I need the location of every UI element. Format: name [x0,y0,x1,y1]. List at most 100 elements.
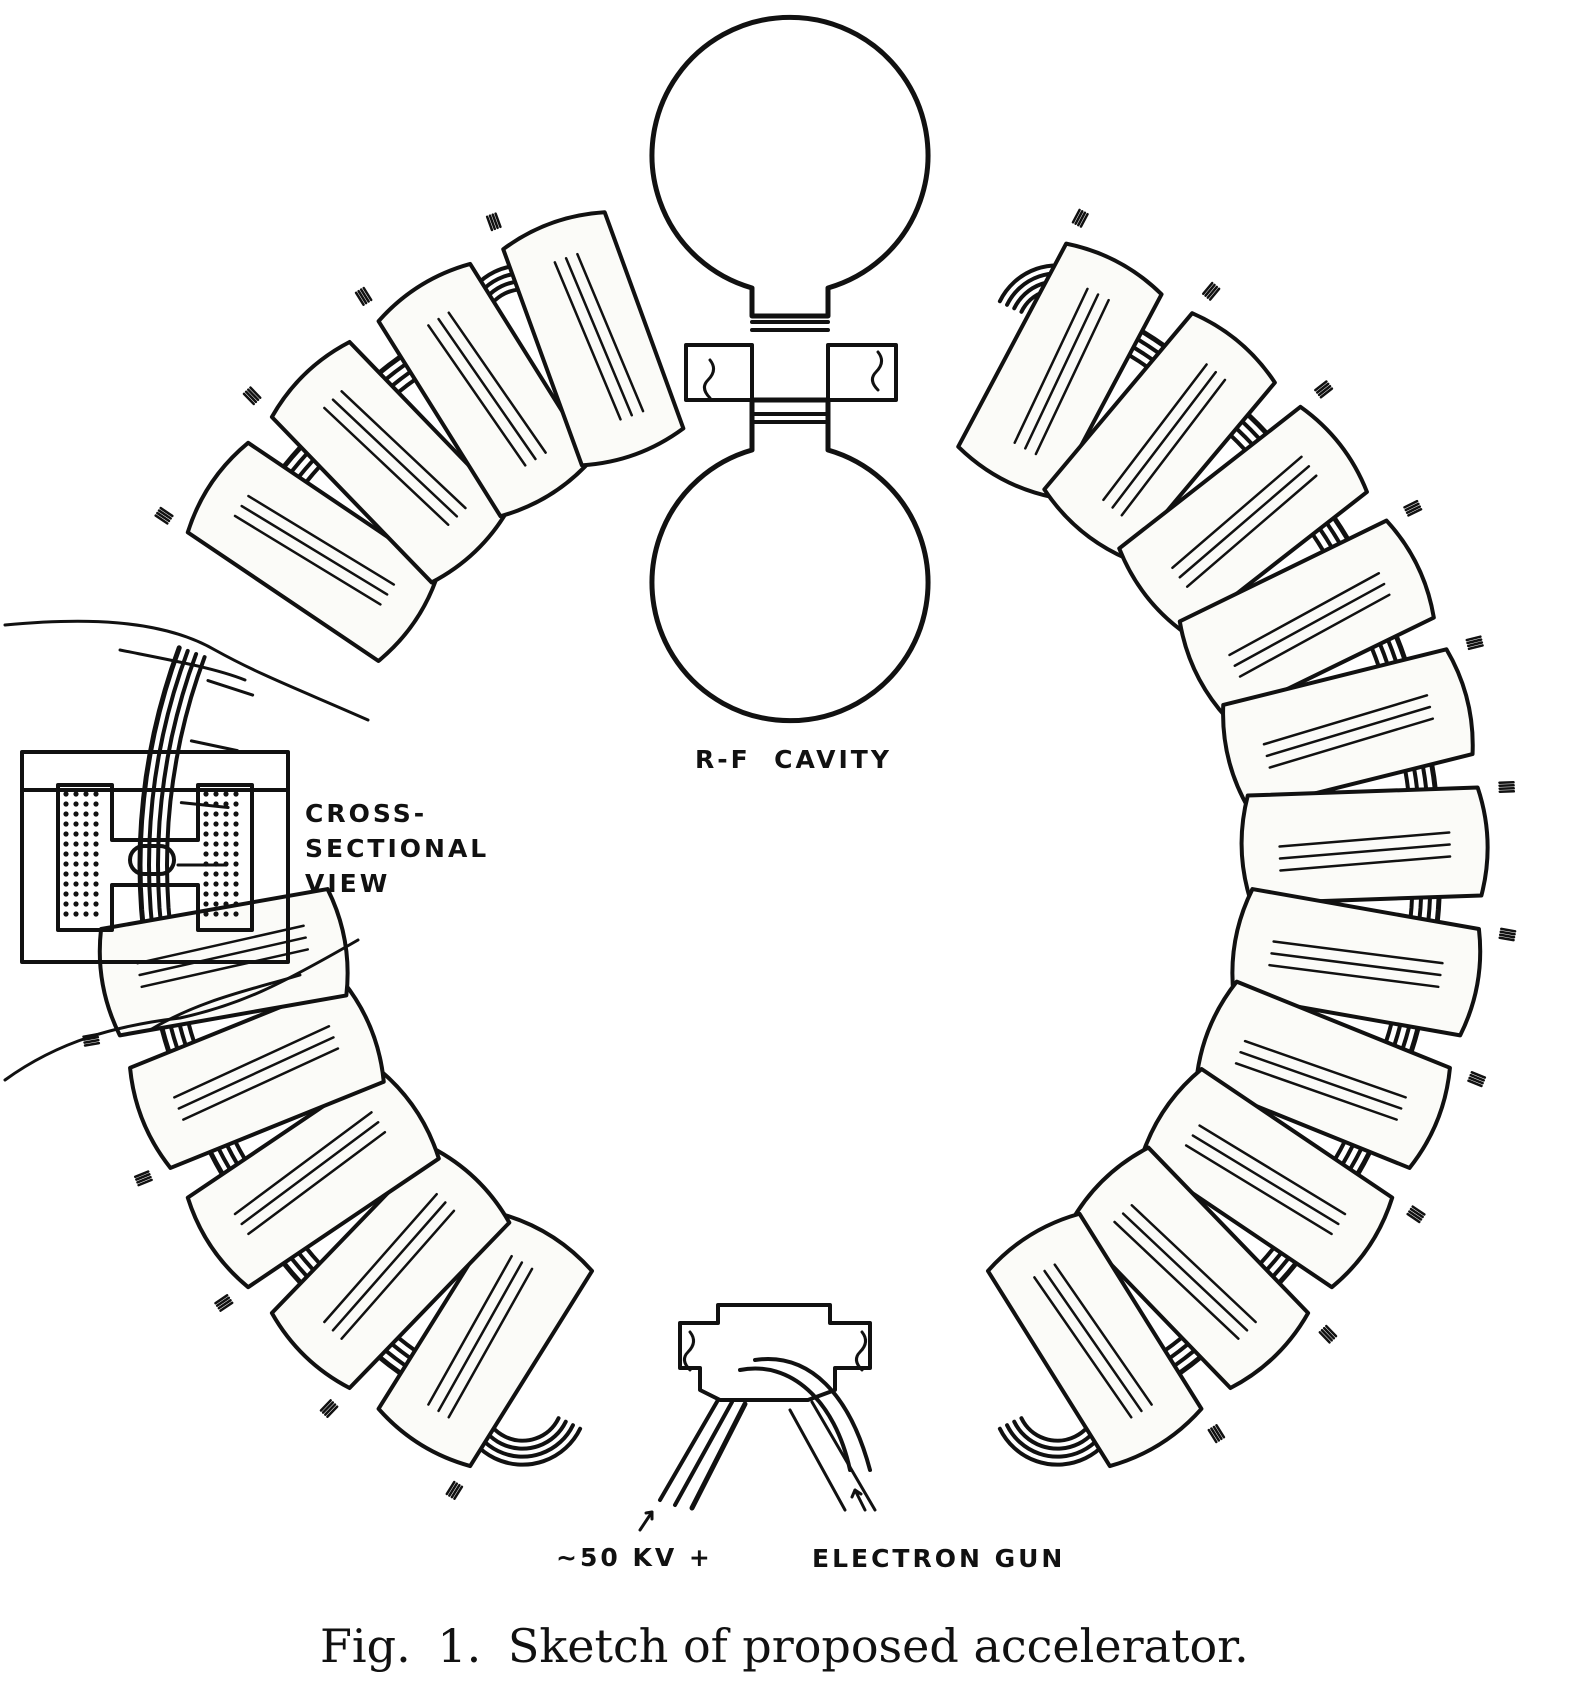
winding-dot [73,841,79,847]
winding-dot [213,851,219,857]
winding-dot [83,811,89,817]
cross-section-inset [20,750,290,964]
winding-dot [63,811,69,817]
winding-dot [93,871,99,877]
winding-dot [63,801,69,807]
winding-dot [203,801,209,807]
winding-dot [203,871,209,877]
winding-dot [93,831,99,837]
winding-dot [223,901,229,907]
magnet-block [956,208,1164,500]
winding-dot [83,851,89,857]
winding-dot [73,851,79,857]
left-cut-lines [3,619,370,1082]
magnet-block [1139,1067,1426,1290]
winding-dot [73,881,79,887]
magnet-block [985,1211,1226,1469]
electron-gun-label: ELECTRON GUN [812,1544,1065,1573]
winding-dot [233,801,239,807]
winding-dot [73,901,79,907]
winding-dot [203,881,209,887]
spoke [189,739,239,753]
winding-dot [233,851,239,857]
winding-dot [93,911,99,917]
winding-dot [203,891,209,897]
winding-dot [93,861,99,867]
winding-dot [73,821,79,827]
spoke [206,679,255,697]
winding-dot [83,801,89,807]
winding-dot [73,871,79,877]
winding-dot [93,851,99,857]
rf-cavity-label: R-F CAVITY [695,745,892,774]
magnet-block [1230,887,1517,1038]
figure-caption: Fig. 1. Sketch of proposed accelerator. [320,1619,1249,1673]
winding-dot [203,791,209,797]
winding-dot [73,791,79,797]
magnet-ring [82,208,1517,1500]
winding-dot [63,911,69,917]
winding-dot [203,901,209,907]
winding-dot [213,881,219,887]
winding-dot [213,891,219,897]
winding-dot [223,841,229,847]
winding-dot [223,881,229,887]
winding-dot [213,901,219,907]
winding-dot [233,831,239,837]
winding-dot [213,811,219,817]
winding-dot [73,861,79,867]
winding-dot [73,911,79,917]
winding-dot [83,881,89,887]
winding-dot [233,881,239,887]
winding-dot [83,831,89,837]
figure-caption-prefix: Fig. [320,1619,411,1673]
winding-dot [63,891,69,897]
magnet-block [354,261,595,519]
winding-dot [63,841,69,847]
winding-dot [223,801,229,807]
coil-winding-dots [63,791,239,917]
winding-dot [233,841,239,847]
magnet-block [1194,979,1487,1170]
winding-dot [223,891,229,897]
winding-dot [233,911,239,917]
winding-dot [93,811,99,817]
winding-dot [63,881,69,887]
cross-sectional-label-line3: VIEW [305,869,390,898]
winding-dot [223,791,229,797]
winding-dot [203,911,209,917]
winding-dot [213,791,219,797]
winding-dot [93,821,99,827]
winding-dot [213,821,219,827]
magnet-block [485,210,686,468]
winding-dot [213,911,219,917]
winding-dot [233,821,239,827]
winding-dot [223,851,229,857]
winding-dot [63,901,69,907]
winding-dot [63,821,69,827]
winding-dot [203,831,209,837]
winding-dot [83,841,89,847]
winding-dot [223,831,229,837]
winding-dot [83,911,89,917]
winding-dot [223,911,229,917]
winding-dot [93,901,99,907]
winding-dot [63,871,69,877]
winding-dot [213,841,219,847]
winding-dot [233,901,239,907]
winding-dot [203,861,209,867]
winding-dot [73,891,79,897]
winding-dot [63,861,69,867]
winding-dot [233,891,239,897]
winding-dot [233,811,239,817]
cross-sectional-label-line2: SECTIONAL [305,834,489,863]
winding-dot [223,811,229,817]
winding-dot [223,821,229,827]
winding-dot [83,861,89,867]
winding-dot [93,801,99,807]
figure-caption-text: Sketch of proposed accelerator. [508,1619,1249,1673]
voltage-label: ~50 KV + [556,1543,713,1572]
winding-dot [223,871,229,877]
winding-dot [233,871,239,877]
